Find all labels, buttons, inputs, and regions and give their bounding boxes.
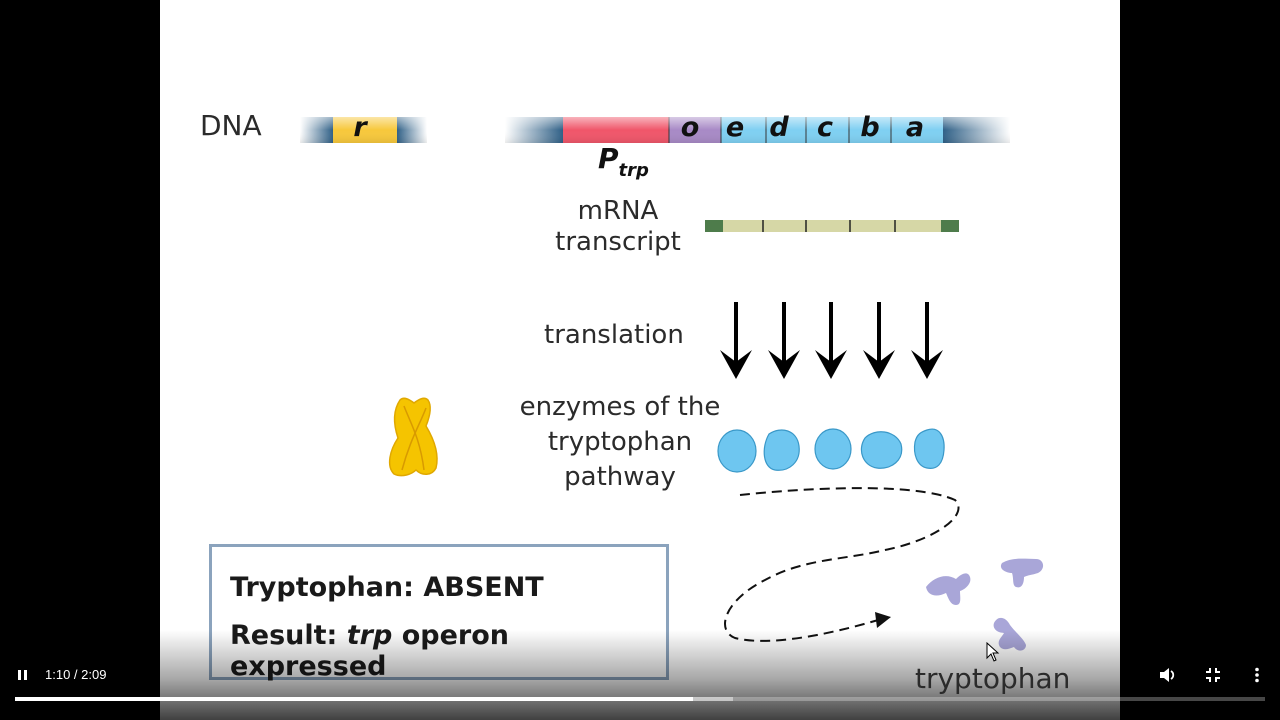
result-box: Tryptophan: ABSENT Result: trp operon ex… [209, 544, 669, 682]
enzymes-label-line1: enzymes of the [519, 392, 721, 422]
tryptophan-molecules [926, 558, 1044, 651]
pathway-dashed-arrow [724, 487, 960, 642]
translation-arrows [720, 302, 943, 379]
promoter-label: Ptrp [598, 142, 649, 181]
enzymes-label: enzymes of the tryptophan pathway [500, 390, 740, 495]
mrna-label-line1: mRNA [577, 196, 659, 226]
play-pause-button[interactable] [14, 666, 32, 684]
gene-o-label: o [680, 112, 700, 143]
gene-r-label: r [353, 112, 367, 143]
gene-b-label: b [860, 112, 880, 143]
tryptophan-molecule-2 [1000, 558, 1044, 588]
result-line-1: Tryptophan: ABSENT [230, 572, 544, 603]
mrna-transcript-bar [705, 220, 959, 232]
result-line-2-prefix: Result: [230, 620, 347, 651]
volume-icon [1160, 668, 1175, 682]
enzymes-group [717, 428, 945, 473]
video-frame[interactable]: DNA r [160, 0, 1120, 720]
gene-e-label: e [725, 112, 745, 143]
mrna-label-line2: transcript [555, 227, 681, 258]
enzymes-label-line2: tryptophan [547, 427, 693, 458]
seek-bar-played [15, 697, 694, 701]
mouse-cursor-icon [986, 642, 1000, 662]
promoter-letter: P [598, 142, 619, 175]
more-options-button[interactable] [1251, 666, 1263, 684]
volume-button[interactable] [1158, 666, 1178, 684]
promoter-subscript: trp [618, 160, 649, 181]
exit-fullscreen-icon [1206, 668, 1220, 682]
translation-label: translation [544, 320, 684, 350]
gene-a-label: a [905, 112, 925, 143]
time-display: 1:10 / 2:09 [45, 667, 107, 682]
repressor-gene-strand [300, 117, 427, 143]
result-line-2: Result: trp operon expressed [230, 620, 666, 682]
more-vert-icon [1255, 667, 1259, 683]
enzyme-5 [913, 428, 945, 469]
gene-c-label: c [816, 112, 833, 143]
gene-d-label: d [769, 112, 789, 143]
operon-dna-strand [505, 117, 1010, 143]
enzymes-label-line3: pathway [564, 462, 676, 493]
pause-icon [18, 670, 27, 680]
enzyme-4 [860, 431, 903, 469]
dna-label: DNA [200, 109, 262, 142]
enzyme-2 [763, 429, 800, 471]
tryptophan-molecule-1 [926, 573, 971, 605]
enzyme-3 [814, 428, 852, 470]
result-line-2-italic: trp [346, 620, 393, 651]
enzyme-1 [717, 429, 757, 473]
exit-fullscreen-button[interactable] [1205, 667, 1221, 683]
seek-bar[interactable] [15, 697, 1265, 701]
tryptophan-label: tryptophan [915, 662, 1071, 695]
mrna-label: mRNA transcript [548, 196, 688, 258]
repressor-protein-icon [388, 397, 438, 477]
